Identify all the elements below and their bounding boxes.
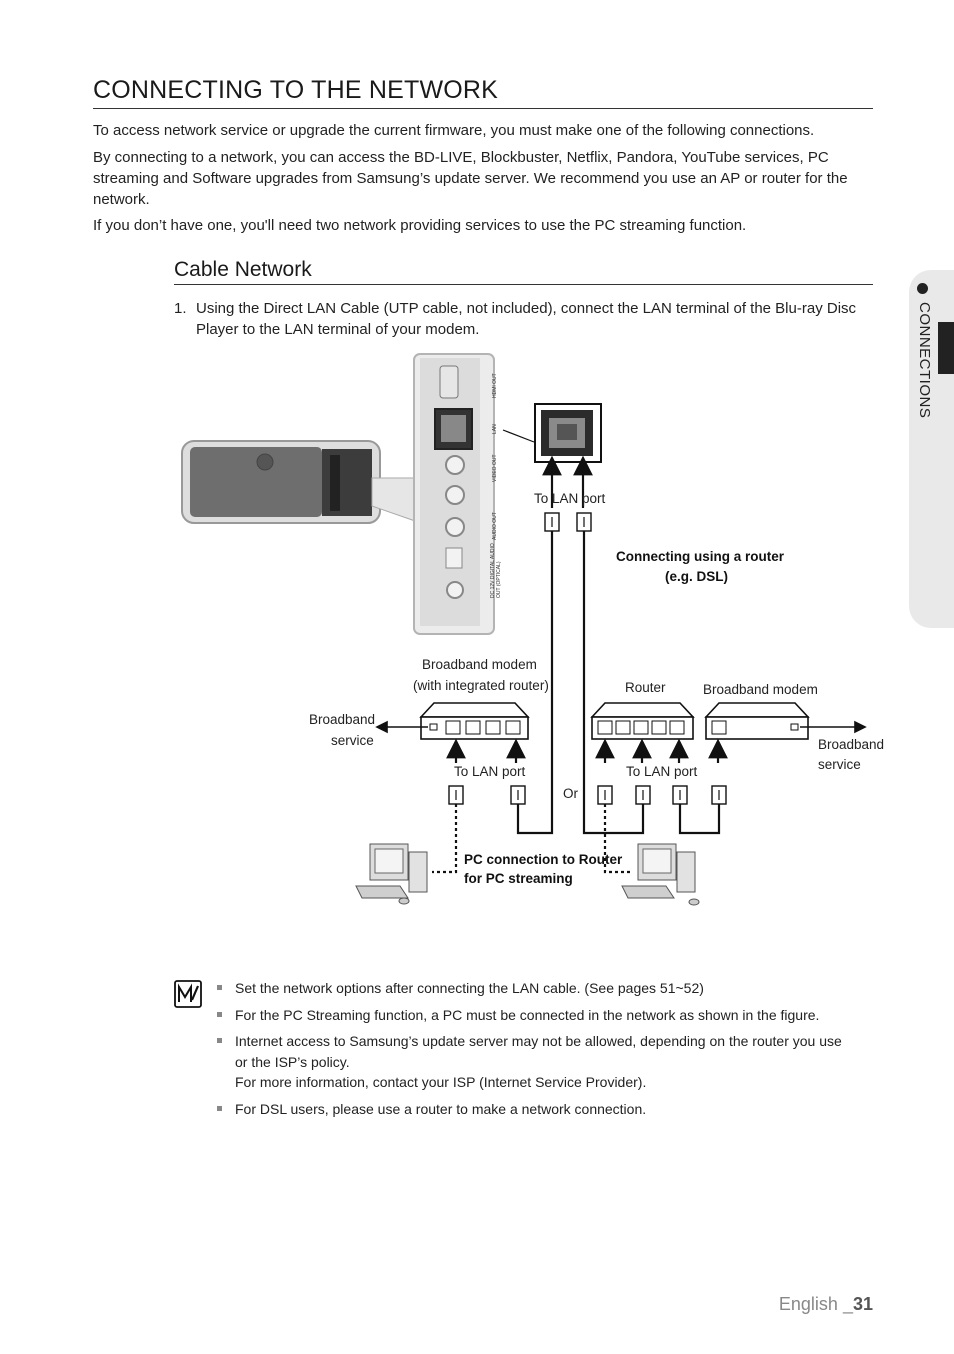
page-number: 31 <box>852 1294 873 1314</box>
section-title: Cable Network <box>174 256 873 285</box>
panel-label-audio: AUDIO OUT <box>492 512 498 540</box>
footer-language: English _ <box>778 1294 853 1314</box>
bullet-dot-icon <box>917 283 928 294</box>
label-router-caption-2: (e.g. DSL) <box>665 569 728 584</box>
label-broadband-service-right-2: service <box>818 757 861 772</box>
note-pencil-icon <box>174 980 202 1008</box>
label-broadband-service-right-1: Broadband <box>818 737 884 752</box>
notes-list: Set the network options after connecting… <box>217 978 857 1125</box>
label-broadband-service-left-1: Broadband <box>309 712 375 727</box>
lan-jack-callout <box>502 403 602 463</box>
intro-paragraph-1: To access network service or upgrade the… <box>93 122 815 139</box>
label-to-lan-port-top: To LAN port <box>534 491 606 506</box>
label-or: Or <box>563 786 579 801</box>
side-tab-marker <box>938 322 954 374</box>
rear-panel-closeup: HDMI OUT LAN VIDEO OUT AUDIO OUT DC 12V … <box>413 353 502 635</box>
note-item: For DSL users, please use a router to ma… <box>217 1099 857 1120</box>
label-broadband-modem: Broadband modem <box>703 682 818 697</box>
intro-paragraph-3: If you don’t have one, you'll need two n… <box>93 217 747 234</box>
page-footer: English _31 <box>700 1294 873 1315</box>
bullet-square-icon <box>217 1105 222 1111</box>
label-broadband-service-left-2: service <box>331 733 374 748</box>
label-to-lan-port-left: To LAN port <box>454 764 526 779</box>
bullet-square-icon <box>217 985 222 990</box>
intro-paragraph-2: By connecting to a network, you can acce… <box>93 149 848 208</box>
panel-label-hdmi: HDMI OUT <box>492 373 498 398</box>
step-number: 1. <box>174 300 187 317</box>
label-router: Router <box>625 680 666 695</box>
side-tab-label: CONNECTIONS <box>916 302 933 419</box>
bullet-square-icon <box>217 1038 222 1043</box>
player-rear-view <box>181 440 381 524</box>
label-to-lan-port-right: To LAN port <box>626 764 698 779</box>
bullet-square-icon <box>217 1011 222 1017</box>
pc-right <box>621 843 700 906</box>
label-pc-connection-1: PC connection to Router <box>464 852 623 867</box>
label-pc-connection-2: for PC streaming <box>464 871 573 886</box>
label-modem-router-1: Broadband modem <box>422 657 537 672</box>
broadband-modem-device <box>704 702 810 740</box>
step-text: Using the Direct LAN Cable (UTP cable, n… <box>196 300 857 338</box>
page-title: CONNECTING TO THE NETWORK <box>93 74 873 109</box>
modem-router-device <box>419 702 530 740</box>
panel-label-digital-2: OUT (OPTICAL) <box>496 561 502 598</box>
router-device <box>590 702 695 740</box>
note-item: Internet access to Samsung’s update serv… <box>217 1031 857 1093</box>
pc-left <box>355 843 428 905</box>
panel-label-video: VIDEO OUT <box>492 454 498 482</box>
label-modem-router-2: (with integrated router) <box>413 678 549 693</box>
label-router-caption-1: Connecting using a router <box>616 549 785 564</box>
panel-label-digital-1: DC 12V DIGITAL AUDIO <box>490 543 496 598</box>
note-item: For the PC Streaming function, a PC must… <box>217 1005 857 1026</box>
note-item: Set the network options after connecting… <box>217 978 857 999</box>
panel-label-lan: LAN <box>492 424 498 434</box>
